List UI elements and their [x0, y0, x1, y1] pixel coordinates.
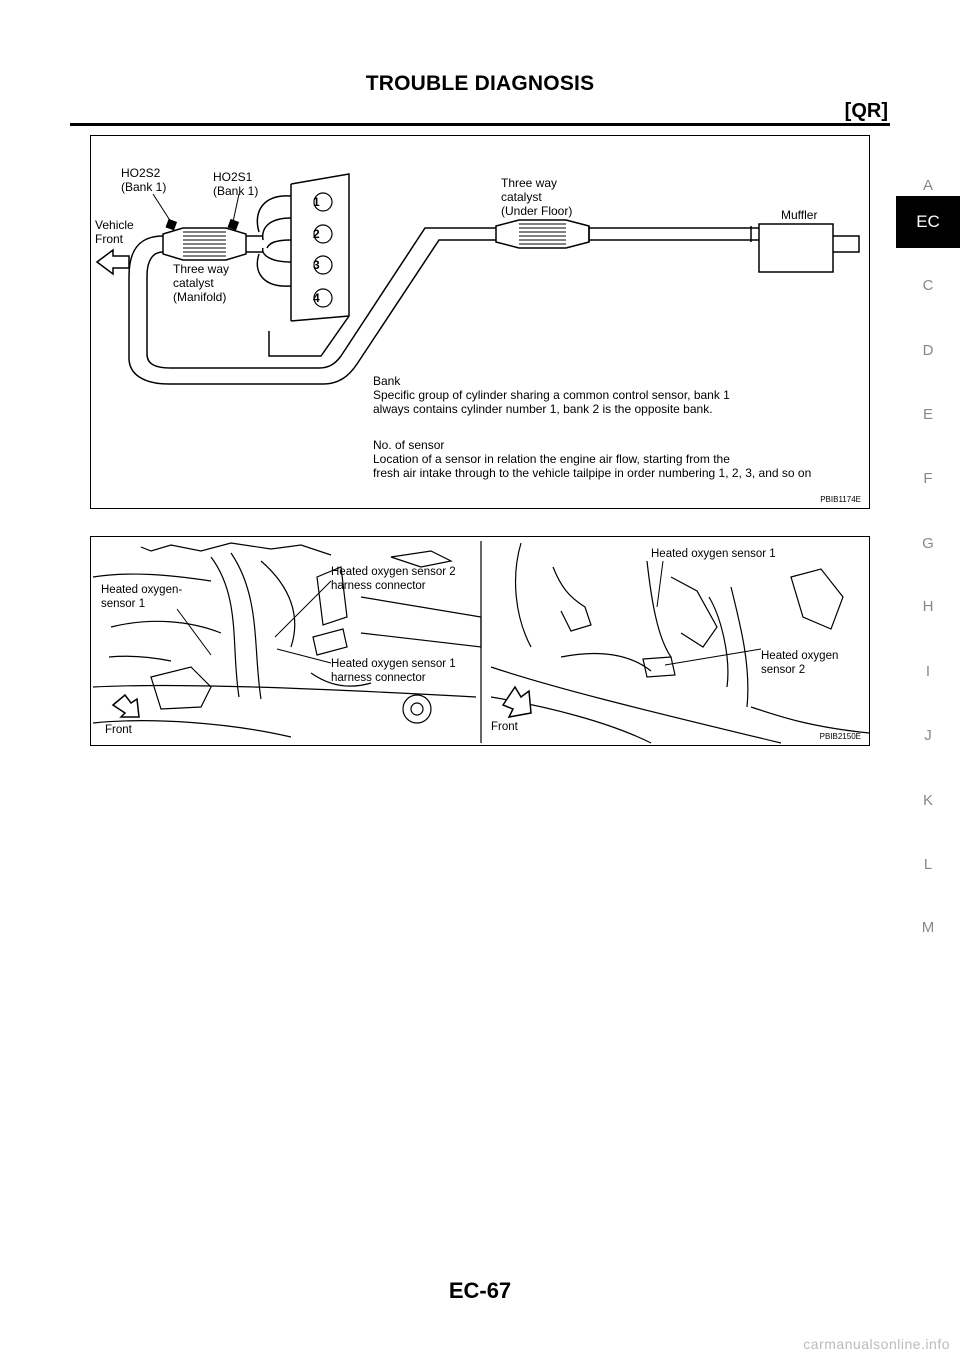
- underfloor-catalyst-label: Three way catalyst (Under Floor): [501, 176, 573, 218]
- tab-g[interactable]: G: [922, 535, 934, 552]
- figure-id: PBIB2150E: [819, 732, 861, 741]
- heated-oxygen-sensor-2-label-right: Heated oxygen sensor 2: [761, 650, 839, 676]
- vehicle-front-label: Vehicle Front: [95, 218, 134, 246]
- bank-description: Specific group of cylinder sharing a com…: [373, 388, 730, 416]
- tab-l[interactable]: L: [923, 856, 933, 873]
- tab-ec[interactable]: EC: [896, 196, 960, 248]
- engine-bay-drawing: [92, 541, 869, 744]
- bank-title: Bank: [373, 374, 401, 388]
- exhaust-diagram-drawing: [95, 173, 860, 385]
- ho2s2-label: HO2S2 (Bank 1): [121, 166, 167, 194]
- heated-oxygen-sensor-2-connector-label: Heated oxygen sensor 2 harness connector: [331, 566, 456, 592]
- section-tabs: A EC C D E F G H I J K L M: [896, 0, 960, 1358]
- cylinder-2-label: 2: [313, 227, 320, 241]
- section-code: [QR]: [844, 100, 888, 122]
- manifold-catalyst-label: Three way catalyst (Manifold): [173, 262, 230, 304]
- cylinder-1-label: 1: [313, 195, 320, 209]
- tab-h[interactable]: H: [922, 598, 934, 615]
- sensor-number-description: Location of a sensor in relation the eng…: [373, 452, 812, 480]
- watermark[interactable]: carmanualsonline.info: [803, 1336, 950, 1352]
- cylinder-4-label: 4: [313, 291, 320, 305]
- tab-d[interactable]: D: [922, 342, 934, 359]
- sensor-location-figure: Heated oxygen- sensor 1 Heated oxygen se…: [90, 536, 870, 746]
- tab-m[interactable]: M: [921, 919, 935, 936]
- tab-a[interactable]: A: [922, 177, 933, 194]
- cylinder-3-label: 3: [313, 258, 320, 272]
- tab-c[interactable]: C: [922, 277, 934, 294]
- tab-j[interactable]: J: [924, 727, 932, 744]
- front-label-right: Front: [491, 721, 518, 733]
- tab-f[interactable]: F: [923, 470, 933, 487]
- tab-i[interactable]: I: [925, 663, 931, 680]
- sensor-number-title: No. of sensor: [373, 438, 445, 452]
- front-label-left: Front: [105, 724, 132, 736]
- tab-k[interactable]: K: [922, 792, 933, 809]
- tab-e[interactable]: E: [922, 406, 933, 423]
- muffler-label: Muffler: [781, 208, 818, 222]
- figure-id: PBIB1174E: [820, 495, 861, 504]
- ho2s1-label: HO2S1 (Bank 1): [213, 170, 259, 198]
- heated-oxygen-sensor-1-label-right: Heated oxygen sensor 1: [651, 548, 776, 560]
- heated-oxygen-sensor-1-label-left: Heated oxygen- sensor 1: [101, 584, 183, 610]
- page-number: EC-67: [448, 1278, 512, 1303]
- header-rule: [70, 123, 890, 126]
- exhaust-system-diagram: 1 2 3 4 HO2S2 (Bank 1) HO2S1 (Bank 1) Ve…: [90, 135, 870, 509]
- page-title: TROUBLE DIAGNOSIS: [365, 72, 595, 95]
- heated-oxygen-sensor-1-connector-label: Heated oxygen sensor 1 harness connector: [331, 658, 456, 684]
